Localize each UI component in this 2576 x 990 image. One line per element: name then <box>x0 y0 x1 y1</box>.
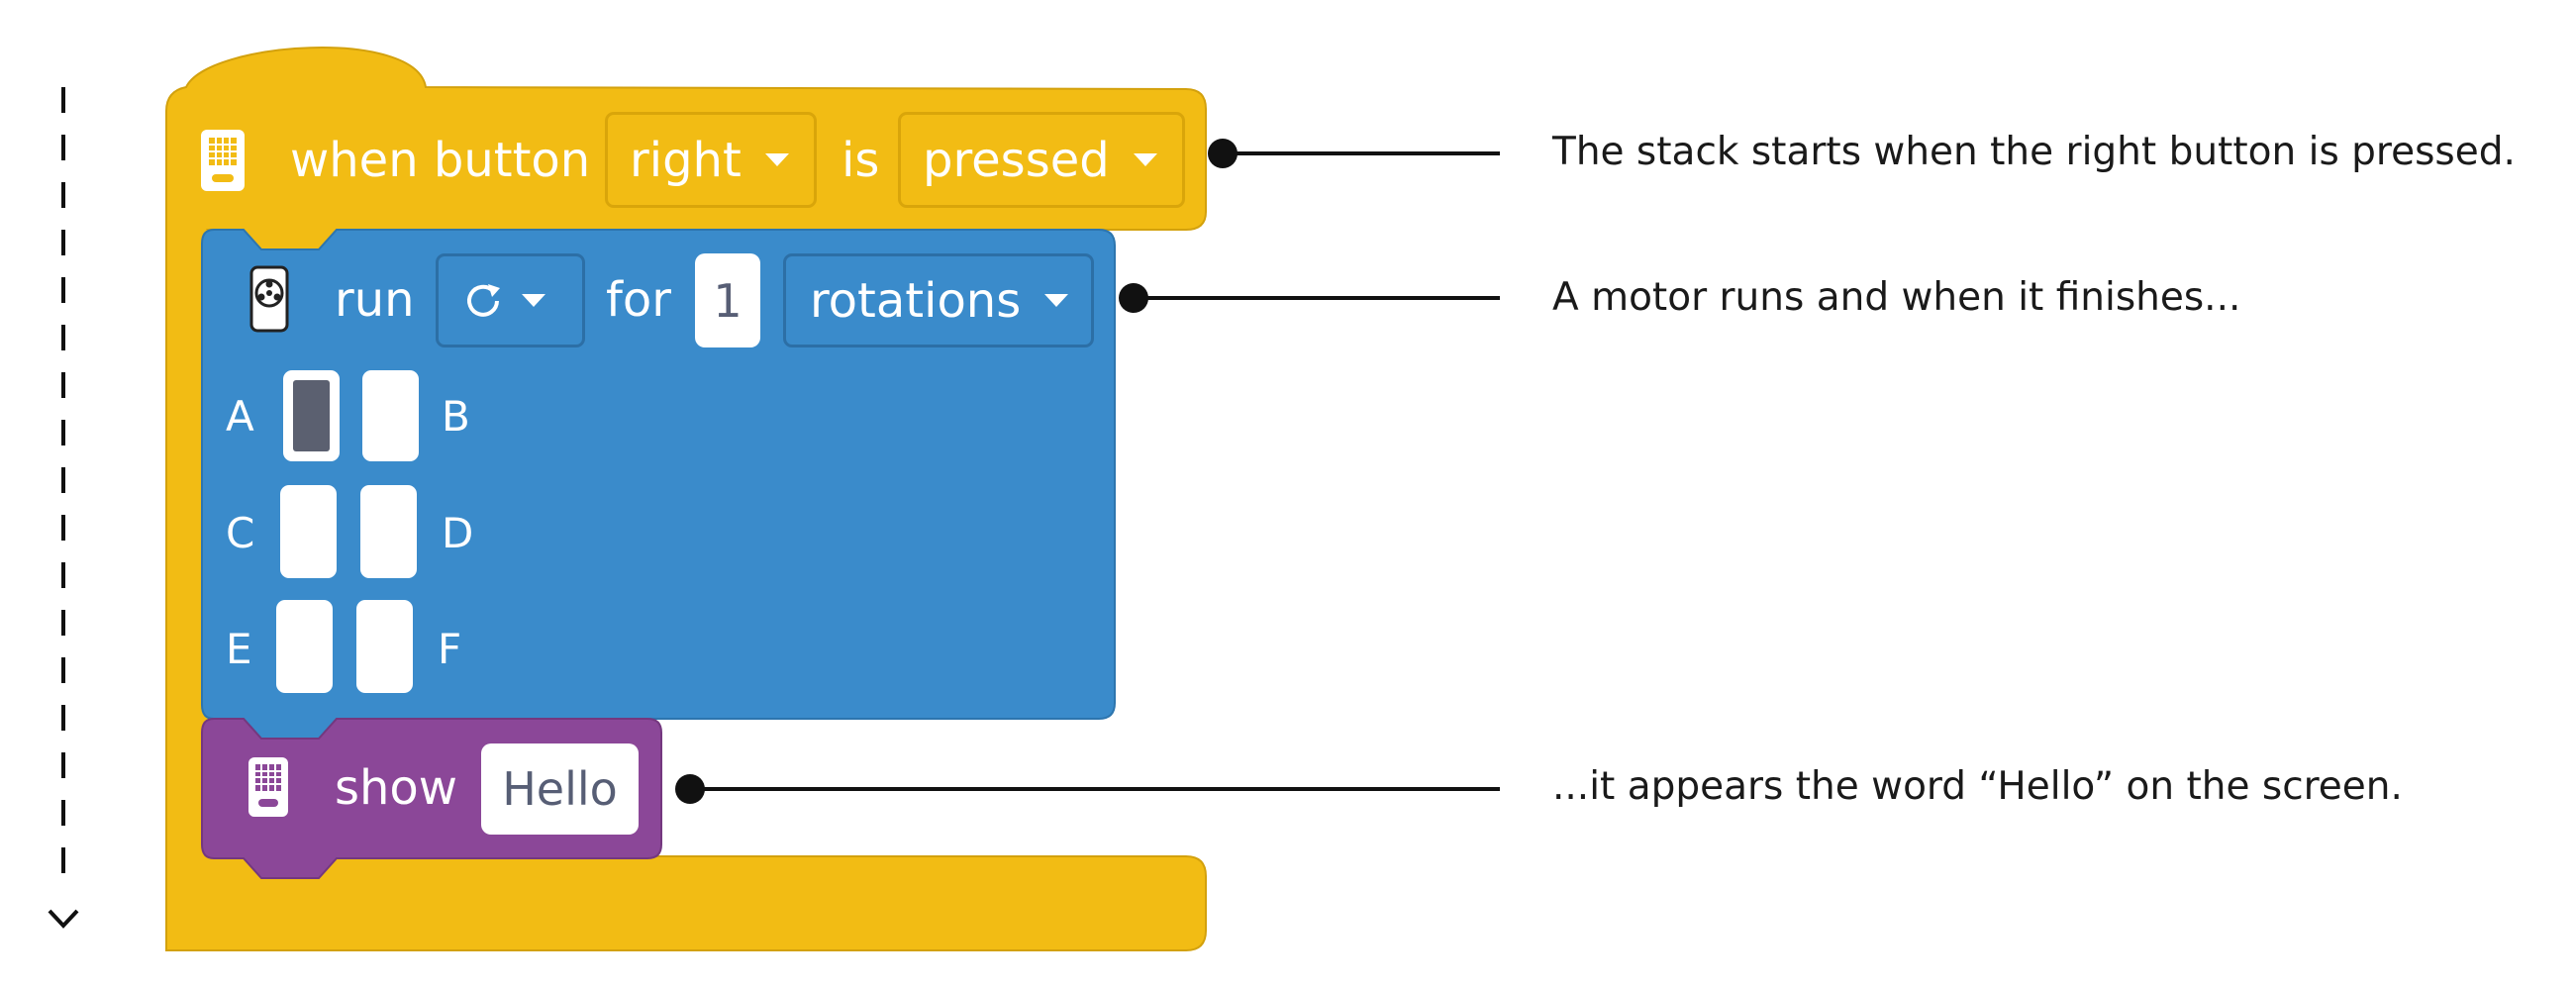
port-a-toggle[interactable] <box>283 370 340 461</box>
display-text-input[interactable]: Hello <box>481 743 639 835</box>
port-b-label: B <box>442 392 470 441</box>
port-c-label: C <box>226 509 255 557</box>
port-e-label: E <box>226 625 252 673</box>
light-matrix-icon <box>248 757 288 817</box>
is-label: is <box>842 133 880 188</box>
direction-dropdown[interactable] <box>436 253 585 347</box>
unit-dropdown-value: rotations <box>810 272 1022 329</box>
port-d-toggle[interactable] <box>360 485 417 578</box>
motor-icon <box>249 265 289 333</box>
connector-line-3 <box>693 787 1500 791</box>
chevron-down-icon <box>764 153 789 166</box>
flow-arrow <box>48 87 79 929</box>
chevron-down-icon <box>1133 153 1157 166</box>
connector-line-1 <box>1228 151 1500 155</box>
state-dropdown-value: pressed <box>923 132 1110 188</box>
port-b-toggle[interactable] <box>362 370 419 461</box>
button-dropdown[interactable]: right <box>605 112 817 208</box>
display-block[interactable] <box>0 0 1247 990</box>
chevron-down-icon <box>1044 294 1069 307</box>
for-label: for <box>606 272 671 328</box>
annotation-1: The stack starts when the right button i… <box>1552 130 2516 174</box>
down-arrow-icon <box>48 909 79 929</box>
annotation-3: ...it appears the word “Hello” on the sc… <box>1552 764 2403 809</box>
port-e-toggle[interactable] <box>276 600 333 693</box>
port-f-toggle[interactable] <box>356 600 413 693</box>
port-d-label: D <box>442 509 474 557</box>
button-dropdown-value: right <box>630 132 742 188</box>
port-a-selected-indicator <box>293 380 330 451</box>
annotation-2: A motor runs and when it finishes... <box>1552 275 2241 320</box>
unit-dropdown[interactable]: rotations <box>783 253 1094 347</box>
hub-icon <box>201 130 245 191</box>
motor-block[interactable] <box>0 0 1247 990</box>
when-button-label: when button <box>290 133 591 188</box>
state-dropdown[interactable]: pressed <box>898 112 1185 208</box>
port-c-toggle[interactable] <box>280 485 337 578</box>
connector-line-2 <box>1139 296 1500 300</box>
show-label: show <box>335 760 458 816</box>
rotation-amount-input[interactable]: 1 <box>695 253 760 347</box>
chevron-down-icon <box>522 294 545 307</box>
run-label: run <box>335 272 415 328</box>
port-f-label: F <box>438 625 462 673</box>
clockwise-icon <box>467 283 500 317</box>
port-a-label: A <box>226 392 254 441</box>
